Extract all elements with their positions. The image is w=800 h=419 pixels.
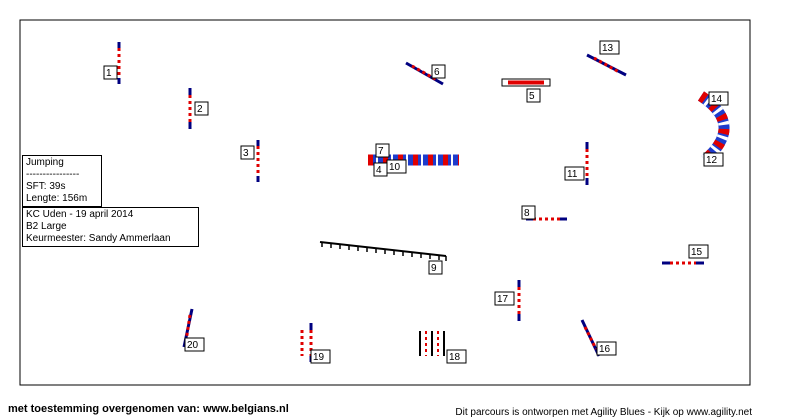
obstacle-jump-15: 15 <box>662 244 709 265</box>
event-info-box: KC Uden - 19 april 2014 B2 Large Keurmee… <box>22 207 199 247</box>
obstacle-jump-3: 3 <box>240 140 260 182</box>
obstacle-jump-8: 8 <box>521 205 567 221</box>
obstacle-number-3: 3 <box>243 148 249 159</box>
info-separator: ---------------- <box>26 169 80 180</box>
obstacle-jump-19: 19 <box>300 323 331 364</box>
obstacle-number-18: 18 <box>449 352 461 363</box>
obstacle-number-13: 13 <box>602 43 614 54</box>
obstacle-number-2: 2 <box>197 104 203 115</box>
obstacle-jump-16: 16 <box>580 319 617 357</box>
obstacle-number-14: 14 <box>711 94 723 105</box>
obstacle-number-19: 19 <box>313 352 325 363</box>
category: B2 Large <box>26 221 67 232</box>
designer-credit: Dit parcours is ontworpen met Agility Bl… <box>455 407 752 418</box>
obstacle-number-15: 15 <box>691 247 703 258</box>
obstacle-jump-13: 13 <box>586 40 627 77</box>
obstacle-number-9: 9 <box>431 263 437 274</box>
club-and-date: KC Uden - 19 april 2014 <box>26 209 134 220</box>
obstacle-number-7: 7 <box>378 146 384 157</box>
obstacle-tunnel-7-10: 7 4 10 <box>368 143 459 177</box>
obstacle-number-11: 11 <box>567 169 578 180</box>
course-length: Lengte: 156m <box>26 193 88 204</box>
class-label: Jumping <box>26 157 64 168</box>
obstacle-jump-5: 5 <box>501 78 551 103</box>
obstacle-walk-9: 9 <box>319 241 447 275</box>
course-info-box: Jumping ---------------- SFT: 39s Lengte… <box>22 155 102 207</box>
obstacle-spread-18: 18 <box>419 331 467 364</box>
obstacle-number-5: 5 <box>529 91 535 102</box>
obstacle-number-8: 8 <box>524 208 530 219</box>
obstacle-number-12: 12 <box>706 155 718 166</box>
obstacle-number-6: 6 <box>434 67 440 78</box>
obstacle-jump-6: 6 <box>405 61 446 86</box>
obstacle-jump-1: 1 <box>103 42 121 84</box>
sft-value: SFT: 39s <box>26 181 66 192</box>
obstacle-jump-11: 11 <box>564 142 589 185</box>
judge: Keurmeester: Sandy Ammerlaan <box>26 233 171 244</box>
obstacle-number-10: 10 <box>389 162 401 173</box>
obstacle-number-16: 16 <box>599 344 611 355</box>
obstacle-number-4: 4 <box>376 165 382 176</box>
obstacle-jump-2: 2 <box>188 88 209 129</box>
obstacle-number-20: 20 <box>187 340 199 351</box>
obstacle-number-17: 17 <box>497 294 509 305</box>
source-credit: met toestemming overgenomen van: www.bel… <box>8 403 289 415</box>
obstacle-number-1: 1 <box>106 68 112 79</box>
obstacle-tunnel-12-14: 14 12 <box>697 91 730 167</box>
obstacle-jump-17: 17 <box>494 280 521 321</box>
field-border <box>19 19 751 386</box>
obstacle-jump-20: 20 <box>182 308 205 352</box>
